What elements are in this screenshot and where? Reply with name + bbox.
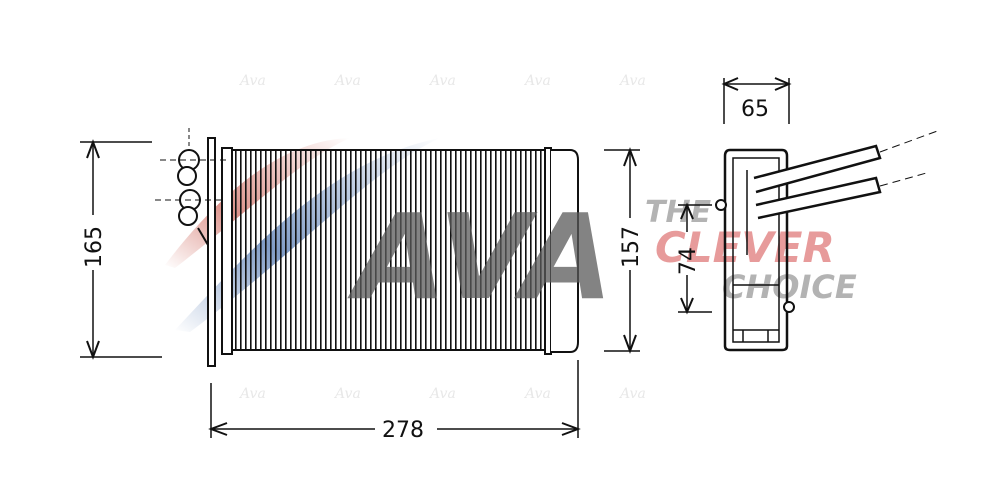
svg-text:Ava: Ava <box>238 386 266 402</box>
dimension-pipe-spacing: 74 <box>676 202 712 315</box>
svg-text:CLEVER: CLEVER <box>655 223 835 272</box>
svg-text:157: 157 <box>619 226 644 268</box>
svg-text:Ava: Ava <box>523 386 551 402</box>
ava-logo-watermark: AVA THE CLEVER CHOICE <box>347 188 857 326</box>
svg-text:Ava: Ava <box>428 73 456 89</box>
dimension-depth: 65 <box>721 77 792 124</box>
svg-text:65: 65 <box>741 97 769 122</box>
faint-watermark-row-bottom: Ava Ava Ava Ava Ava <box>238 386 646 402</box>
dimension-overall-height: 165 <box>80 139 162 360</box>
dimension-core-height: 157 <box>604 147 644 354</box>
svg-text:Ava: Ava <box>618 73 646 89</box>
svg-text:AVA: AVA <box>347 188 613 326</box>
svg-text:Ava: Ava <box>333 386 361 402</box>
svg-text:Ava: Ava <box>618 386 646 402</box>
svg-text:278: 278 <box>382 418 424 443</box>
svg-text:165: 165 <box>82 226 107 268</box>
svg-text:Ava: Ava <box>428 386 456 402</box>
svg-text:CHOICE: CHOICE <box>722 268 857 306</box>
faint-watermark-row-top: Ava Ava Ava Ava Ava <box>238 73 646 89</box>
svg-text:THE: THE <box>645 195 712 230</box>
dimension-overall-width: 278 <box>208 360 581 443</box>
heater-core-front-view <box>155 128 579 367</box>
svg-text:74: 74 <box>676 247 701 275</box>
svg-text:Ava: Ava <box>333 73 361 89</box>
svg-text:Ava: Ava <box>238 73 266 89</box>
svg-text:Ava: Ava <box>523 73 551 89</box>
heater-core-side-view <box>715 129 941 352</box>
